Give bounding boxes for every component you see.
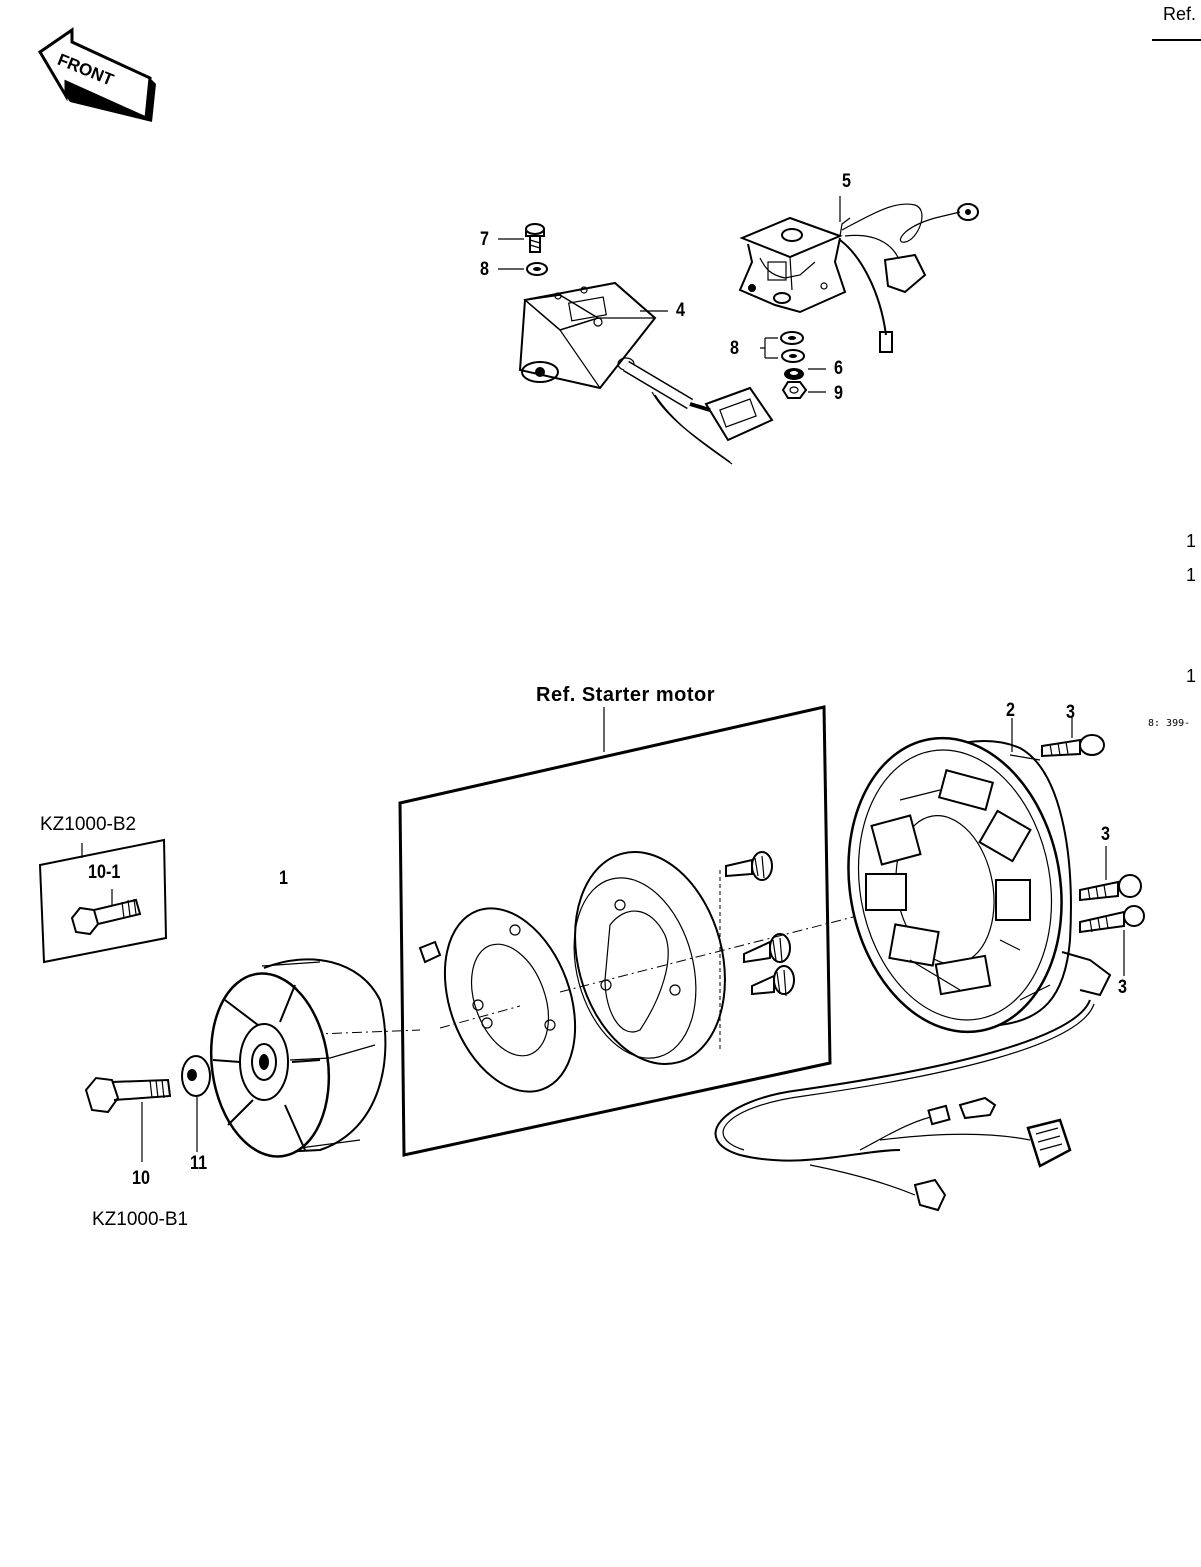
callout-11: 11 bbox=[190, 1153, 208, 1174]
callout-2: 2 bbox=[1006, 700, 1015, 721]
callout-8b: 8 bbox=[730, 338, 739, 359]
washer-8-drawing bbox=[526, 262, 548, 276]
diagram-code: 8: 399- bbox=[1148, 718, 1191, 729]
clutch-bolt-drawing bbox=[725, 851, 773, 881]
washer-11-drawing bbox=[181, 1055, 211, 1097]
model-kz1000-b1-label: KZ1000-B1 bbox=[92, 1209, 189, 1230]
clutch-bolt-drawing bbox=[743, 933, 791, 964]
washer-8b-drawing bbox=[780, 331, 805, 363]
regulator-rectifier-drawing bbox=[518, 281, 774, 465]
bolt-10-drawing bbox=[84, 1076, 172, 1114]
kz1000-b2-box bbox=[38, 838, 168, 964]
callout-5: 5 bbox=[842, 171, 851, 192]
starter-motor-panel bbox=[291, 705, 961, 1157]
front-arrow-icon bbox=[37, 27, 156, 122]
clutch-bolt-drawing bbox=[751, 965, 795, 997]
callout-4: 4 bbox=[676, 300, 685, 321]
callout-10: 10 bbox=[132, 1168, 150, 1189]
callout-6: 6 bbox=[834, 358, 843, 379]
stator-bolt-drawing bbox=[1079, 874, 1142, 902]
bolt-7-drawing bbox=[525, 223, 545, 253]
starter-motor-ref-label: Ref. Starter motor bbox=[536, 684, 716, 706]
callout-10-1: 10-1 bbox=[88, 862, 121, 883]
stator-bolt-drawing bbox=[1041, 734, 1105, 758]
stator-wiring-drawing bbox=[714, 951, 1112, 1212]
callout-9: 9 bbox=[834, 383, 843, 404]
lock-washer-6-drawing bbox=[784, 368, 804, 380]
starter-relay-drawing bbox=[738, 203, 979, 353]
rotor-drawing bbox=[209, 958, 387, 1158]
model-kz1000-b2-label: KZ1000-B2 bbox=[40, 814, 137, 835]
callout-3: 3 bbox=[1066, 702, 1075, 723]
callout-8: 8 bbox=[480, 259, 489, 280]
corner-ref-label: Ref. bbox=[1163, 4, 1197, 24]
stator-drawing bbox=[847, 736, 1072, 1034]
edge-mark: 1 bbox=[1186, 565, 1197, 585]
callout-3: 3 bbox=[1118, 977, 1127, 998]
callout-1: 1 bbox=[279, 868, 288, 889]
stator-bolt-drawing bbox=[1079, 905, 1145, 934]
callout-3: 3 bbox=[1101, 824, 1110, 845]
nut-9-drawing bbox=[781, 381, 808, 399]
callout-7: 7 bbox=[480, 229, 489, 250]
edge-mark: 1 bbox=[1186, 666, 1197, 686]
edge-mark: 1 bbox=[1186, 531, 1197, 551]
